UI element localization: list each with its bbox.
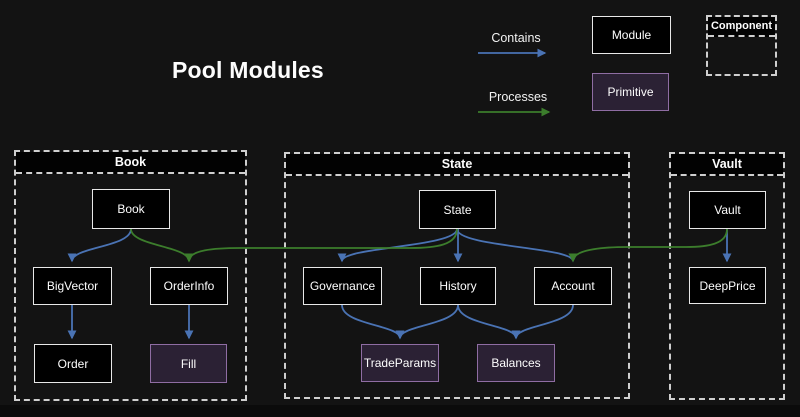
legend-contains-label: Contains bbox=[491, 31, 541, 45]
node-tradeparams: TradeParams bbox=[361, 344, 439, 382]
node-book: Book bbox=[92, 189, 170, 229]
legend-module-label: Module bbox=[611, 28, 652, 42]
node-governance-label: Governance bbox=[309, 279, 376, 293]
bottom-band bbox=[0, 405, 800, 417]
container-book-title: Book bbox=[16, 152, 245, 174]
container-vault-title: Vault bbox=[671, 154, 783, 176]
page-title: Pool Modules bbox=[172, 57, 324, 83]
container-state: State bbox=[284, 152, 630, 399]
node-governance: Governance bbox=[303, 267, 382, 305]
container-state-title: State bbox=[286, 154, 628, 176]
node-vault-label: Vault bbox=[714, 203, 741, 217]
node-order-label: Order bbox=[57, 356, 89, 371]
legend-primitive-box: Primitive bbox=[592, 73, 669, 111]
node-state: State bbox=[419, 190, 496, 229]
node-account: Account bbox=[534, 267, 612, 305]
legend-component-label: Component bbox=[708, 17, 775, 37]
node-orderinfo: OrderInfo bbox=[150, 267, 228, 305]
node-orderinfo-label: OrderInfo bbox=[163, 279, 215, 293]
node-order: Order bbox=[34, 344, 112, 383]
node-state-label: State bbox=[443, 202, 472, 217]
container-book: Book bbox=[14, 150, 247, 401]
legend-primitive-label: Primitive bbox=[607, 85, 654, 99]
node-history-label: History bbox=[439, 279, 477, 293]
node-bigvector: BigVector bbox=[33, 267, 112, 305]
legend-component-box: Component bbox=[706, 15, 777, 76]
node-history: History bbox=[420, 267, 496, 305]
node-deepprice-label: DeepPrice bbox=[699, 278, 756, 293]
legend-processes-label: Processes bbox=[488, 90, 548, 104]
node-vault: Vault bbox=[689, 191, 766, 229]
node-fill: Fill bbox=[150, 344, 227, 383]
node-bigvector-label: BigVector bbox=[46, 279, 99, 293]
node-account-label: Account bbox=[551, 279, 595, 293]
node-tradeparams-label: TradeParams bbox=[363, 356, 437, 370]
container-vault: Vault bbox=[669, 152, 785, 400]
legend-module-box: Module bbox=[592, 16, 671, 54]
node-balances-label: Balances bbox=[491, 356, 541, 370]
node-deepprice: DeepPrice bbox=[689, 267, 766, 304]
node-book-label: Book bbox=[117, 202, 145, 216]
node-fill-label: Fill bbox=[180, 356, 197, 371]
node-balances: Balances bbox=[477, 344, 555, 382]
